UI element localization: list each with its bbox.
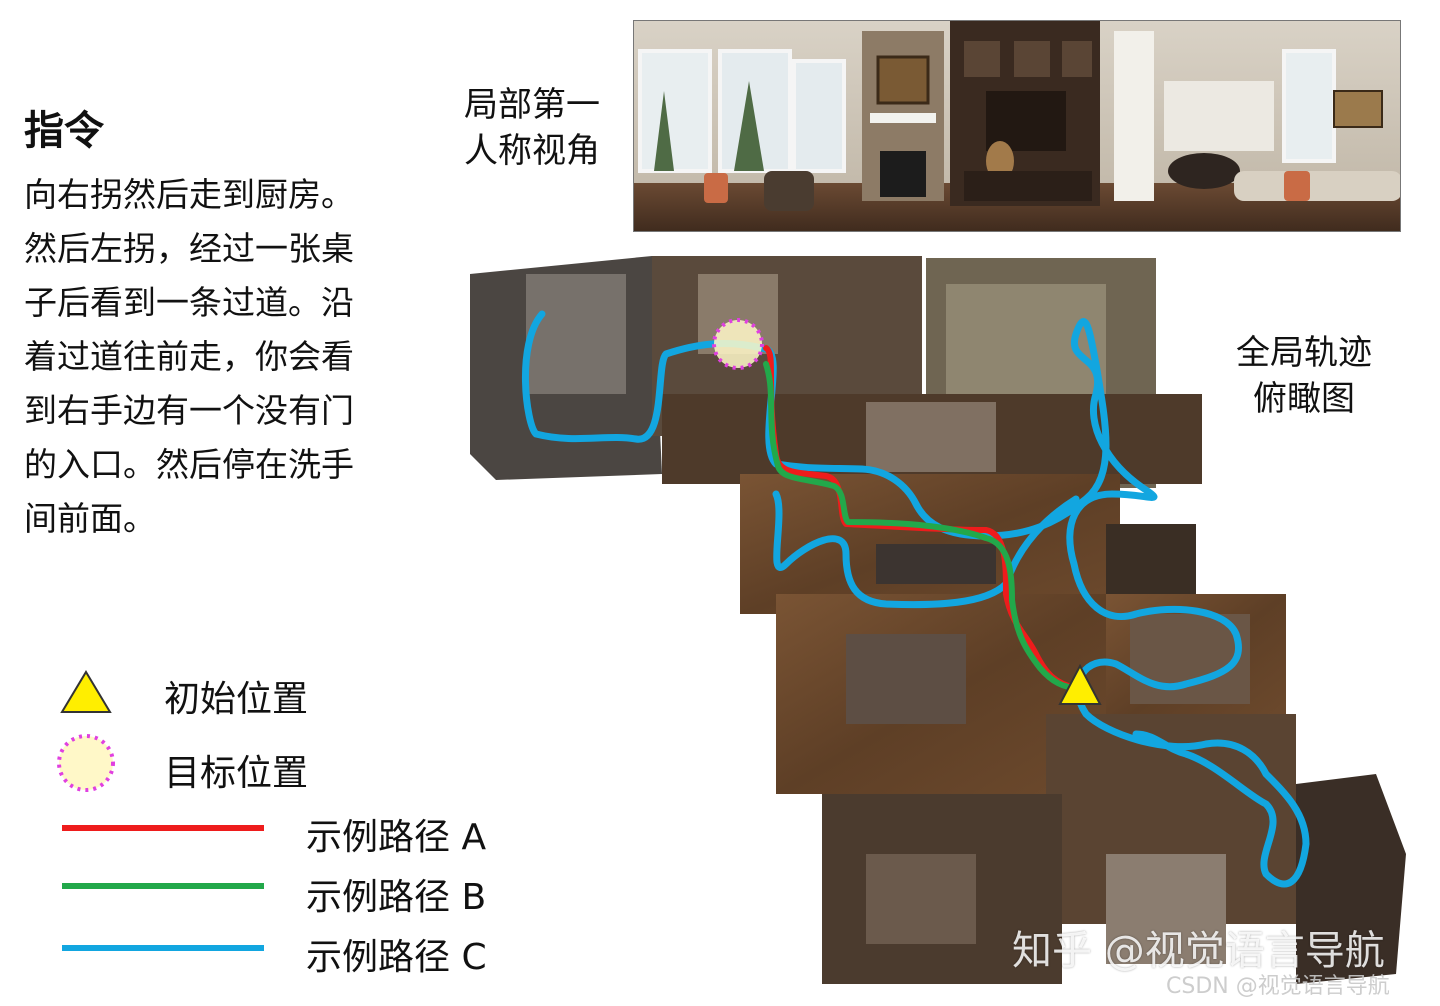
legend-path-b-swatch (62, 883, 264, 889)
panorama-label: 局部第一 人称视角 (452, 82, 612, 174)
watermark-csdn: CSDN @视觉语言导航 (1166, 974, 1390, 999)
map-label-line: 全局轨迹 (1236, 333, 1372, 373)
watermark-zhihu: 知乎 @视觉语言导航 (1012, 928, 1385, 974)
floor-plan-rooms (470, 256, 1406, 984)
map-label: 全局轨迹 俯瞰图 (1224, 330, 1384, 422)
instruction-title: 指令 (24, 108, 104, 154)
legend-path-a-label: 示例路径 A (306, 817, 487, 858)
goal-marker (712, 318, 764, 370)
panorama-image (633, 20, 1401, 232)
panorama-label-line: 局部第一 (464, 85, 600, 125)
instruction-line: 然后左拐，经过一张桌 (24, 229, 354, 268)
map-label-line: 俯瞰图 (1253, 379, 1355, 419)
start-marker (1058, 663, 1102, 705)
panorama-label-line: 人称视角 (464, 131, 600, 171)
instruction-line: 间前面。 (24, 499, 156, 538)
legend-path-a-swatch (62, 825, 264, 831)
instruction-text: 向右拐然后走到厨房。 然后左拐，经过一张桌 子后看到一条过道。沿 着过道往前走，… (24, 168, 406, 546)
legend-path-c-swatch (62, 945, 264, 951)
legend-path-b-label: 示例路径 B (306, 877, 487, 918)
floor-plan-map (470, 256, 1406, 984)
legend-goal-label: 目标位置 (164, 753, 309, 794)
instruction-line: 的入口。然后停在洗手 (24, 445, 354, 484)
path-b-line (763, 361, 1081, 691)
instruction-line: 着过道往前走，你会看 (24, 337, 354, 376)
instruction-line: 到右手边有一个没有门 (24, 391, 354, 430)
legend-path-c-label: 示例路径 C (306, 937, 487, 978)
legend-start-icon (60, 670, 112, 713)
instruction-line: 子后看到一条过道。沿 (24, 283, 354, 322)
panorama-illustration (634, 21, 1400, 231)
legend-goal-icon (57, 734, 115, 792)
instruction-line: 向右拐然后走到厨房。 (24, 175, 354, 214)
legend-start-label: 初始位置 (164, 679, 309, 720)
